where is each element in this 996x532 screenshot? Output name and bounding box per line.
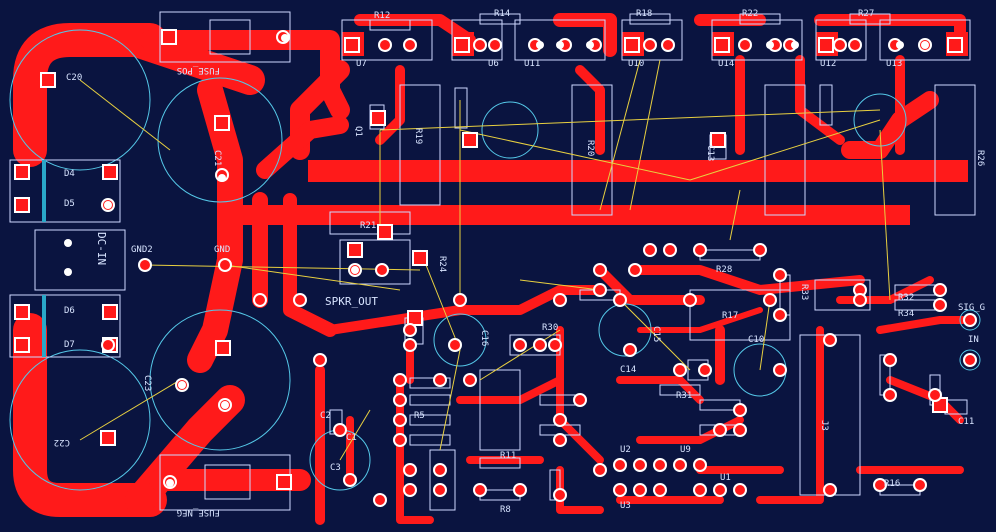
label-c23: C23 [142, 375, 152, 391]
label-r24: R24 [437, 256, 447, 272]
diode-block-d6-d7 [9, 294, 121, 358]
label-r14: R14 [494, 9, 510, 19]
label-c13: C13 [705, 145, 715, 161]
label-r17: R17 [722, 311, 738, 321]
label-r8: R8 [500, 505, 511, 515]
label-gnd: GND [214, 245, 230, 255]
label-u10: U10 [628, 59, 644, 69]
label-c16: C16 [479, 330, 489, 346]
label-u2: U2 [620, 445, 631, 455]
label-u3: U3 [620, 501, 631, 511]
label-r32: R32 [898, 293, 914, 303]
label-u11: U11 [524, 59, 540, 69]
label-layer: C20 C21 C23 C22 D4 D5 D6 D7 DC-IN GND2 G… [54, 9, 985, 517]
label-r19: R19 [413, 128, 423, 144]
label-in: IN [968, 335, 979, 345]
label-d4: D4 [64, 169, 75, 179]
label-c11: C11 [958, 417, 974, 427]
label-c14: C14 [620, 365, 636, 375]
label-dc-in: DC-IN [95, 232, 108, 265]
label-r34: R34 [898, 309, 914, 319]
label-u1: U1 [720, 473, 731, 483]
label-q1: Q1 [353, 126, 363, 137]
label-fuse-pos: FUSE_POS [177, 65, 220, 75]
capacitor-c22-outline [9, 349, 151, 491]
label-c21: C21 [212, 150, 222, 166]
label-c10: C10 [748, 335, 764, 345]
label-u7: U7 [356, 59, 367, 69]
label-c15: C15 [651, 326, 661, 342]
label-c22: C22 [54, 437, 70, 447]
label-gnd2: GND2 [131, 245, 153, 255]
label-sig-g: SIG_G [958, 303, 985, 313]
label-u12: U12 [820, 59, 836, 69]
capacitor-c20-outline [9, 29, 151, 171]
label-fuse-neg: FUSE_NEG [177, 507, 220, 517]
label-c1: C1 [346, 433, 357, 443]
label-r21: R21 [360, 221, 376, 231]
ratsnest-layer [79, 59, 891, 461]
label-r11: R11 [500, 451, 516, 461]
label-c20: C20 [66, 73, 82, 83]
label-r20: R20 [585, 140, 595, 156]
label-r27: R27 [858, 9, 874, 19]
label-r30: R30 [542, 323, 558, 333]
capacitor-c21-outline [157, 77, 283, 203]
label-r12: R12 [374, 11, 390, 21]
label-c2: C2 [320, 411, 331, 421]
diode-block-d4-d5 [9, 159, 121, 223]
silkscreen-layer [9, 11, 981, 511]
label-r22: R22 [742, 9, 758, 19]
label-r16: R16 [884, 479, 900, 489]
label-j3: J3 [819, 420, 829, 431]
label-r18: R18 [636, 9, 652, 19]
label-c3: C3 [330, 463, 341, 473]
label-spkr-out: SPKR_OUT [325, 295, 378, 308]
label-d5: D5 [64, 199, 75, 209]
capacitor-c23-outline [149, 309, 291, 451]
label-r33: R33 [799, 284, 809, 300]
label-u6: U6 [488, 59, 499, 69]
label-r5: R5 [414, 411, 425, 421]
dc-in-connector [34, 229, 126, 291]
label-r28: R28 [716, 265, 732, 275]
pad-layer [14, 29, 977, 507]
label-d6: D6 [64, 306, 75, 316]
label-u9: U9 [680, 445, 691, 455]
label-d7: D7 [64, 340, 75, 350]
label-r31: R31 [676, 391, 692, 401]
label-u13: U13 [886, 59, 902, 69]
label-u14: U14 [718, 59, 734, 69]
label-r26: R26 [975, 150, 985, 166]
